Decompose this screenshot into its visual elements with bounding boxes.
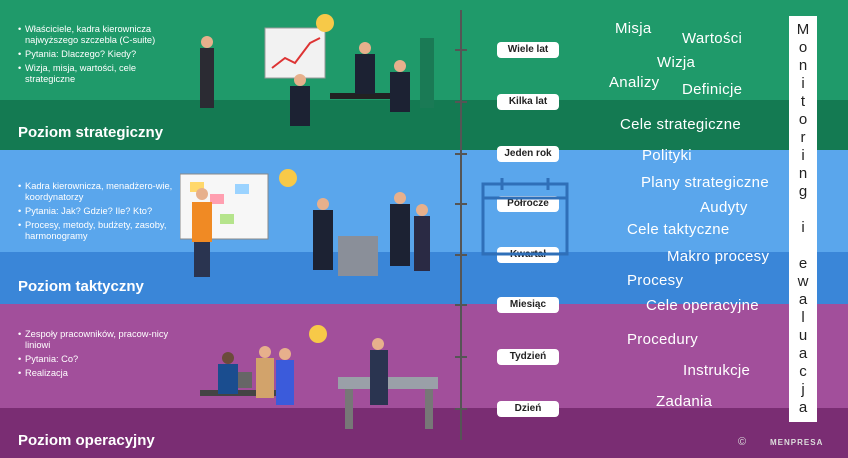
time-label-jeden-rok: Jeden rok [497,146,559,162]
word-definicje: Definicje [682,81,743,98]
time-label-tydzien: Tydzień [497,349,559,365]
word-plany-strategiczne: Plany strategiczne [641,174,769,191]
word-zadania: Zadania [656,393,713,410]
word-procedury: Procedury [627,331,699,348]
calendar-icon [481,178,569,256]
time-label-polrocze: Półrocze [497,196,559,212]
bullet-item: Pytania: Jak? Gdzie? Ile? Kto? [18,206,188,217]
timeline-tick [455,153,467,155]
tactical-bullets: Kadra kierownicza, menadżero-wie, koordy… [18,181,188,245]
word-instrukcje: Instrukcje [683,362,751,379]
word-wartosci: Wartości [682,30,743,47]
copyright-symbol: © [738,436,747,448]
word-misja: Misja [615,20,652,37]
timeline-tick [455,304,467,306]
operations-illustration [200,325,438,429]
timeline-tick [455,254,467,256]
word-analizy: Analizy [609,74,660,91]
word-audyty: Audyty [700,199,748,216]
bullet-item: Realizacja [18,368,188,379]
timeline-tick [455,49,467,51]
bullet-item: Pytania: Dlaczego? Kiedy? [18,49,188,60]
bullet-item: Pytania: Co? [18,354,188,365]
operational-band-footer [0,408,848,458]
word-polityki: Polityki [642,147,692,164]
word-cele-taktyczne: Cele taktyczne [627,221,730,238]
timeline-tick [455,408,467,410]
time-label-wiele-lat: Wiele lat [497,42,559,58]
brand-logo: MENPRESA [770,438,824,447]
timeline-tick [455,356,467,358]
bullet-item: Właściciele, kadra kierownicza najwyższe… [18,24,188,46]
time-label-kilka-lat: Kilka lat [497,94,559,110]
bullet-item: Zespoły pracowników, pracow-nicy liniowi [18,329,188,351]
word-makro-procesy: Makro procesy [667,248,770,265]
tactical-title: Poziom taktyczny [18,278,144,295]
planning-illustration [180,169,430,277]
time-label-miesiac: Miesiąc [497,297,559,313]
time-label-dzien: Dzień [497,401,559,417]
timeline-tick [455,101,467,103]
strategic-title: Poziom strategiczny [18,124,164,141]
boardroom-illustration [200,14,434,126]
bullet-item: Procesy, metody, budżety, zasoby, harmon… [18,220,188,242]
operational-bullets: Zespoły pracowników, pracow-nicy liniowi… [18,329,188,382]
word-cele-operacyjne: Cele operacyjne [646,297,759,314]
word-cele-strategiczne: Cele strategiczne [620,116,741,133]
strategic-bullets: Właściciele, kadra kierownicza najwyższe… [18,24,188,88]
bullet-item: Wizja, misja, wartości, cele strategiczn… [18,63,188,85]
word-wizja: Wizja [657,54,696,71]
word-procesy: Procesy [627,272,684,289]
timeline-tick [455,203,467,205]
monitoring-box: Monitoring i ewaluacja [789,16,817,422]
timeline-axis [460,10,462,440]
strategic-band-footer [0,100,848,150]
monitoring-label: Monitoring i ewaluacja [794,21,812,417]
operational-title: Poziom operacyjny [18,432,155,449]
bullet-item: Kadra kierownicza, menadżero-wie, koordy… [18,181,188,203]
